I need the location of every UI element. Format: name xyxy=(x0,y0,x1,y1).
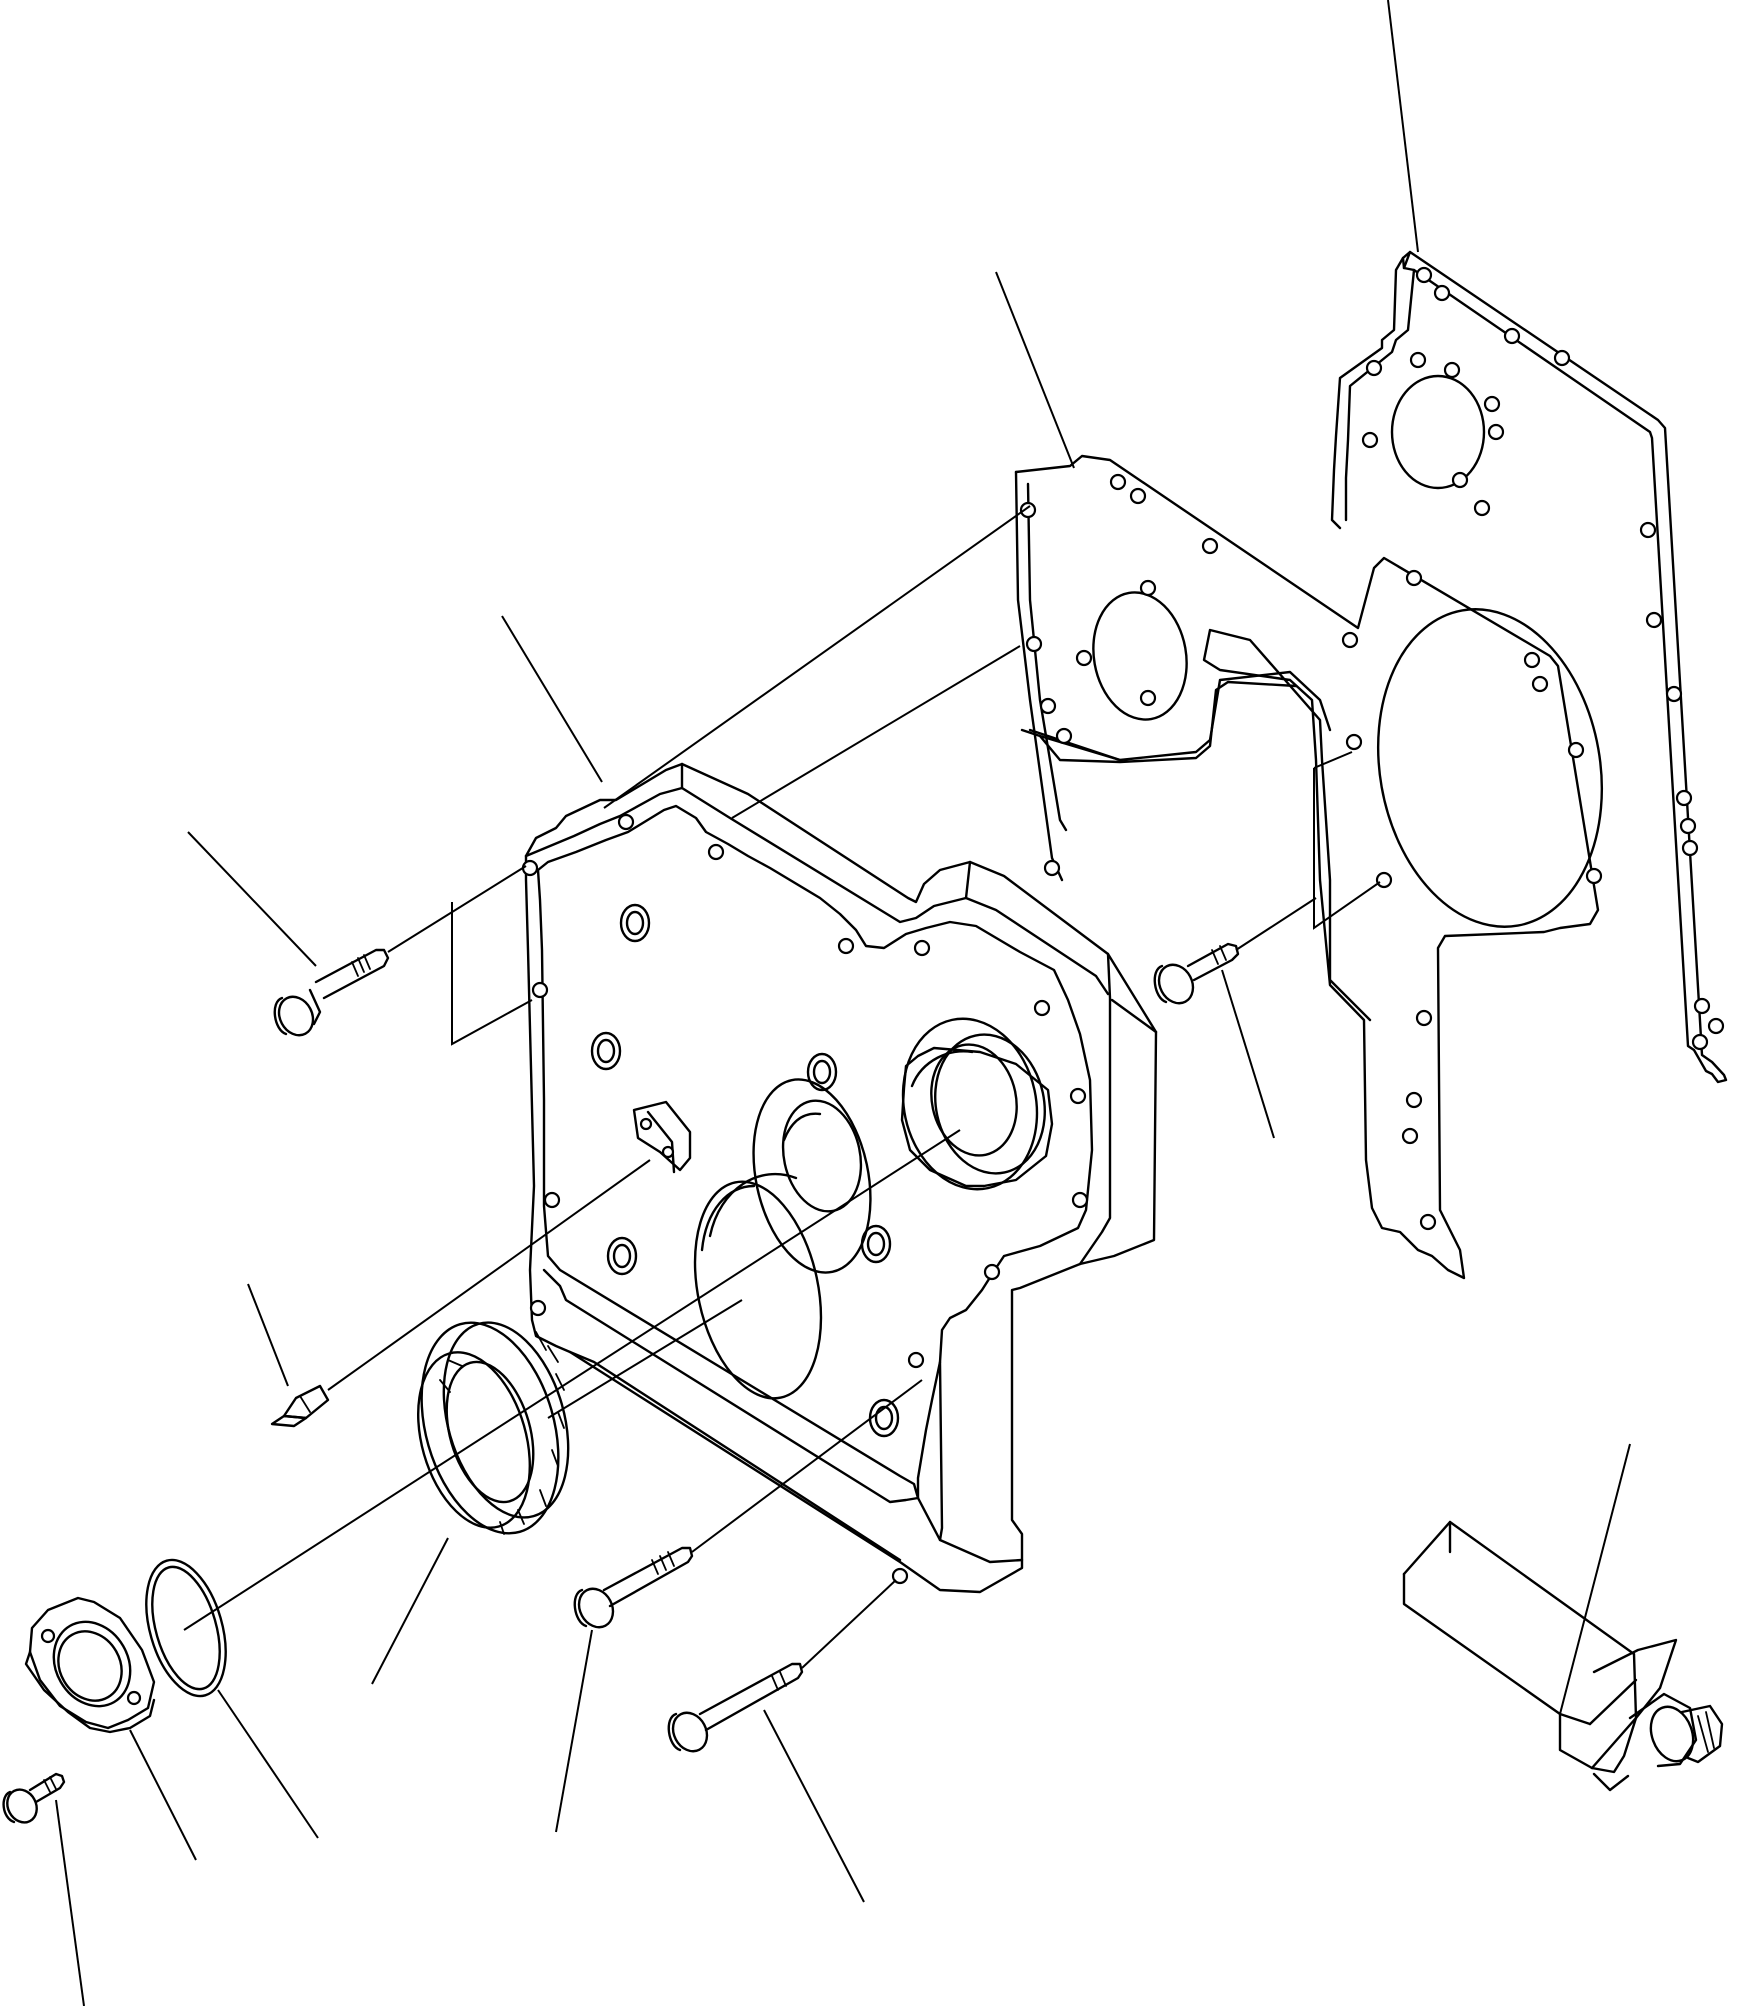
assembly-line xyxy=(731,645,1021,819)
small-bolt xyxy=(2,1772,66,1824)
leader-line-o-ring xyxy=(217,1689,319,1839)
leader-line-small-bolt xyxy=(55,1799,85,2006)
assembly-line xyxy=(327,1159,651,1391)
rear-gasket xyxy=(1330,250,1728,1084)
leader-line-seal-installer-tool xyxy=(1559,1443,1631,1715)
leader-line-upper-left-bolt xyxy=(187,831,317,967)
leader-line-front-gasket xyxy=(995,271,1075,469)
seal-installer-tool xyxy=(1402,1520,1724,1792)
oil-seal xyxy=(416,1321,570,1535)
lower-right-bolt xyxy=(667,1662,804,1753)
gear-case-cover xyxy=(521,762,1158,1594)
assembly-line xyxy=(387,865,527,953)
assembly-line xyxy=(1313,751,1353,769)
assembly-line xyxy=(1235,897,1317,951)
lower-middle-bolt xyxy=(573,1546,694,1629)
dowel-pin xyxy=(270,1384,330,1428)
leader-line-right-bolt xyxy=(1221,969,1275,1139)
leader-line-oil-seal xyxy=(371,1537,449,1685)
assembly-line xyxy=(801,1579,897,1669)
assembly-line xyxy=(603,505,1031,809)
leader-line-gear-case-cover xyxy=(501,615,603,783)
assembly-bracket xyxy=(1313,768,1381,930)
leader-line-seal-cover-plate xyxy=(129,1729,197,1861)
seal-cover-plate xyxy=(24,1596,156,1734)
front-gasket xyxy=(1014,454,1604,1280)
leader-line-dowel-pin xyxy=(247,1283,289,1387)
leader-line-rear-gasket xyxy=(1387,0,1419,253)
assembly-line xyxy=(691,1379,923,1553)
assembly-line xyxy=(547,1299,743,1419)
leader-line-lower-right-bolt xyxy=(763,1709,865,1903)
o-ring xyxy=(145,1558,227,1698)
assembly-bracket xyxy=(451,902,533,1046)
upper-left-bolt xyxy=(273,948,390,1037)
leader-line-lower-middle-bolt xyxy=(555,1629,593,1833)
right-bolt xyxy=(1153,942,1240,1005)
assembly-line xyxy=(183,1129,961,1631)
